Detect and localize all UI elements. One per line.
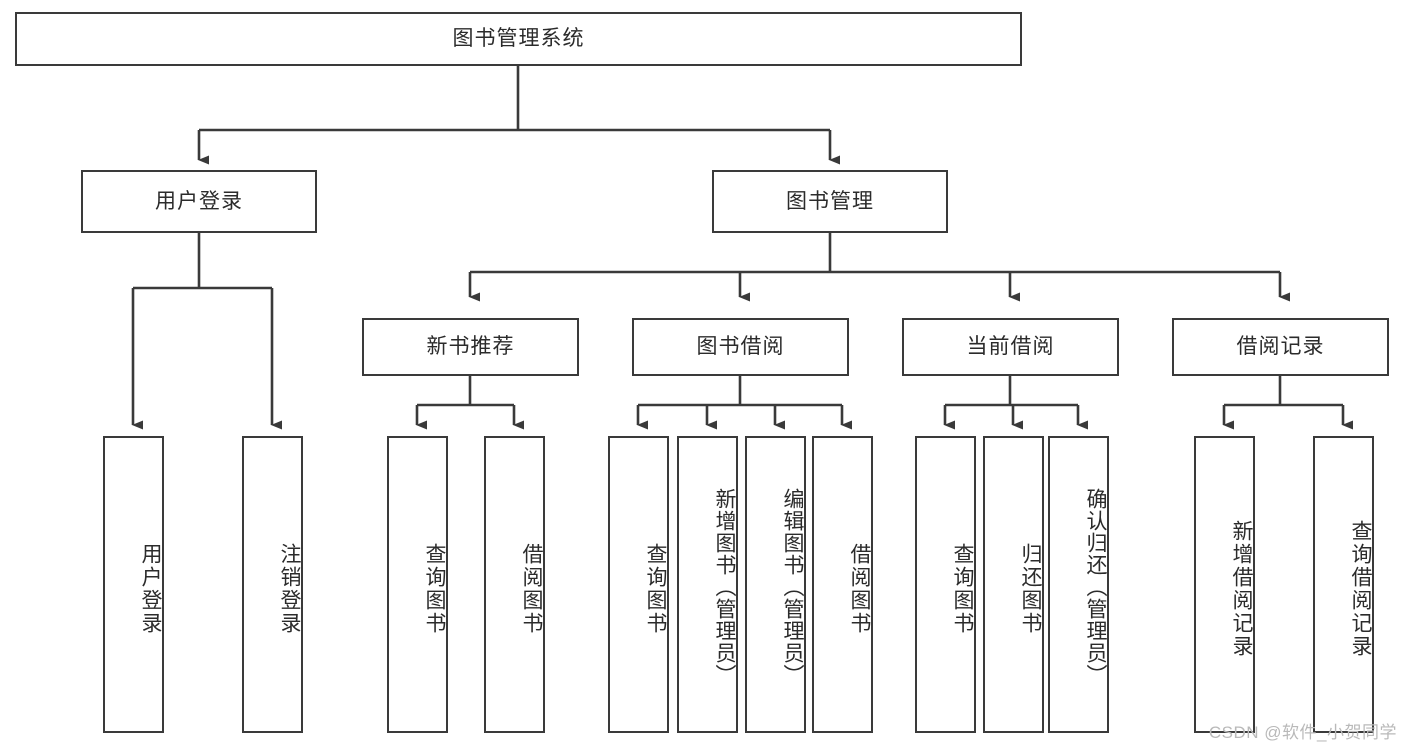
leaf-query-book-borrow[interactable]: 查询图书 [608, 436, 669, 733]
node-new-book-recommend-label: 新书推荐 [426, 335, 515, 359]
node-book-borrow[interactable]: 图书借阅 [632, 318, 849, 376]
leaf-add-borrow-record-label: 新增借阅记录 [1230, 519, 1253, 658]
leaf-query-borrow-record[interactable]: 查询借阅记录 [1313, 436, 1374, 733]
leaf-query-book-borrow-label: 查询图书 [644, 542, 667, 635]
leaf-edit-book-admin-label: 编辑图书（管理员） [781, 487, 804, 686]
node-current-borrow[interactable]: 当前借阅 [902, 318, 1119, 376]
node-root-system-label: 图书管理系统 [452, 27, 585, 51]
node-borrow-record[interactable]: 借阅记录 [1172, 318, 1389, 376]
leaf-add-borrow-record[interactable]: 新增借阅记录 [1194, 436, 1255, 733]
leaf-query-book-current-label: 查询图书 [951, 542, 974, 635]
node-book-manage[interactable]: 图书管理 [712, 170, 948, 233]
node-root-system[interactable]: 图书管理系统 [15, 12, 1022, 66]
leaf-query-book-new-book-label: 查询图书 [423, 542, 446, 635]
leaf-borrow-book-borrow[interactable]: 借阅图书 [812, 436, 873, 733]
node-current-borrow-label: 当前借阅 [966, 335, 1055, 359]
leaf-query-borrow-record-label: 查询借阅记录 [1349, 519, 1372, 658]
node-user-login-label: 用户登录 [155, 189, 243, 213]
node-book-manage-label: 图书管理 [786, 189, 874, 213]
csdn-watermark: CSDN @软件_小贺同学 [1208, 723, 1397, 742]
leaf-confirm-return-admin-label: 确认归还（管理员） [1084, 487, 1107, 686]
leaf-return-book[interactable]: 归还图书 [983, 436, 1044, 733]
leaf-return-book-label: 归还图书 [1019, 542, 1042, 635]
leaf-user-logout-label: 注销登录 [278, 542, 301, 635]
leaf-borrow-book-borrow-label: 借阅图书 [848, 542, 871, 635]
leaf-edit-book-admin[interactable]: 编辑图书（管理员） [745, 436, 806, 733]
leaf-borrow-book-new-book-label: 借阅图书 [520, 542, 543, 635]
node-new-book-recommend[interactable]: 新书推荐 [362, 318, 579, 376]
leaf-borrow-book-new-book[interactable]: 借阅图书 [484, 436, 545, 733]
leaf-query-book-current[interactable]: 查询图书 [915, 436, 976, 733]
leaf-add-book-admin[interactable]: 新增图书（管理员） [677, 436, 738, 733]
node-borrow-record-label: 借阅记录 [1236, 335, 1325, 359]
leaf-query-book-new-book[interactable]: 查询图书 [387, 436, 448, 733]
leaf-user-login-label: 用户登录 [139, 542, 162, 635]
leaf-user-logout[interactable]: 注销登录 [242, 436, 303, 733]
leaf-add-book-admin-label: 新增图书（管理员） [713, 487, 736, 686]
node-book-borrow-label: 图书借阅 [696, 335, 785, 359]
leaf-confirm-return-admin[interactable]: 确认归还（管理员） [1048, 436, 1109, 733]
node-user-login[interactable]: 用户登录 [81, 170, 317, 233]
leaf-user-login[interactable]: 用户登录 [103, 436, 164, 733]
